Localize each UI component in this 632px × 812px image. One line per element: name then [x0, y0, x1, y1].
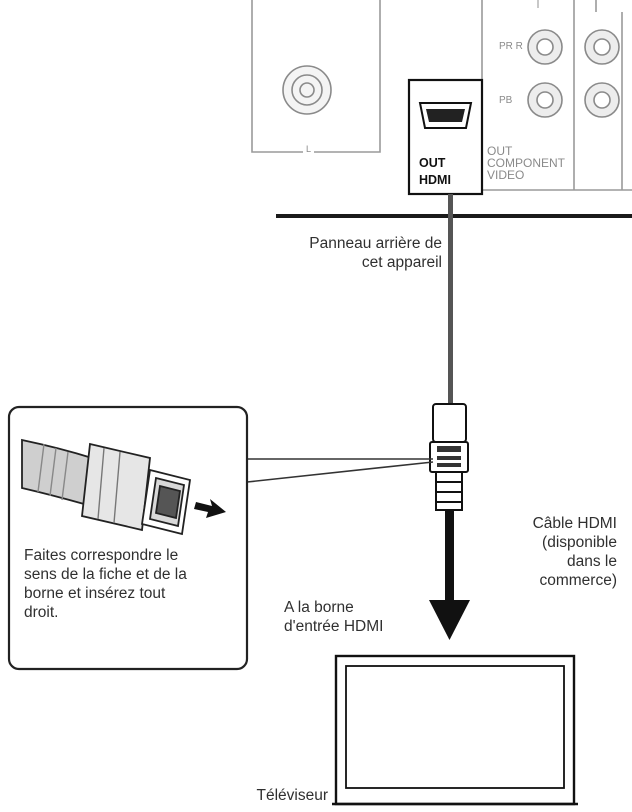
- tv-label: Téléviseur: [256, 787, 329, 804]
- hdmi-out-terminal: [407, 78, 484, 196]
- cable-label-line3: dans le: [567, 553, 617, 570]
- pb-label: PB: [499, 95, 513, 106]
- rear-panel-label-line2: cet appareil: [361, 254, 442, 271]
- hdmi-plug-illustration: [21, 438, 192, 536]
- cable-label-line1: Câble HDMI: [532, 515, 617, 532]
- cable-label-line4: commerce): [539, 572, 617, 589]
- l-channel-label: L: [303, 144, 315, 154]
- hdmi-input-label-line1: A la borne: [284, 599, 354, 616]
- component-video-label-line2: COMPONENT: [487, 156, 565, 170]
- component-jacks: [527, 29, 620, 118]
- hdmi-input-label-line2: d'entrée HDMI: [284, 618, 384, 635]
- audio-l-jack: [282, 65, 332, 115]
- television: [332, 654, 578, 806]
- hdmi-input-label: A la borne d'entrée HDMI: [284, 598, 383, 636]
- hdmi-cable: [429, 194, 470, 640]
- tip-text: Faites correspondre le sens de la fiche …: [24, 546, 187, 622]
- cable-label-line2: (disponible: [542, 534, 617, 551]
- hdmi-out-label-line2: HDMI: [419, 173, 451, 187]
- panel-base-line: [276, 214, 632, 218]
- pr-label: PR R: [499, 41, 523, 52]
- component-video-label-line1: OUT: [487, 144, 513, 158]
- rear-panel-label: Panneau arrière de cet appareil: [309, 234, 442, 272]
- rear-panel-label-line1: Panneau arrière de: [309, 235, 442, 252]
- hdmi-out-label-line1: OUT: [419, 156, 446, 170]
- component-video-label-line3: VIDEO: [487, 168, 525, 182]
- insert-arrow-icon: [194, 499, 226, 518]
- cable-label: Câble HDMI (disponible dans le commerce): [533, 514, 617, 590]
- rear-panel: [251, 0, 632, 191]
- callout-lines: [246, 458, 434, 483]
- tip-text-line1: Faites correspondre le: [24, 547, 179, 564]
- tip-text-line4: droit.: [24, 604, 59, 621]
- tip-text-line2: sens de la fiche et de la: [24, 566, 187, 583]
- tip-text-line3: borne et insérez tout: [24, 585, 166, 602]
